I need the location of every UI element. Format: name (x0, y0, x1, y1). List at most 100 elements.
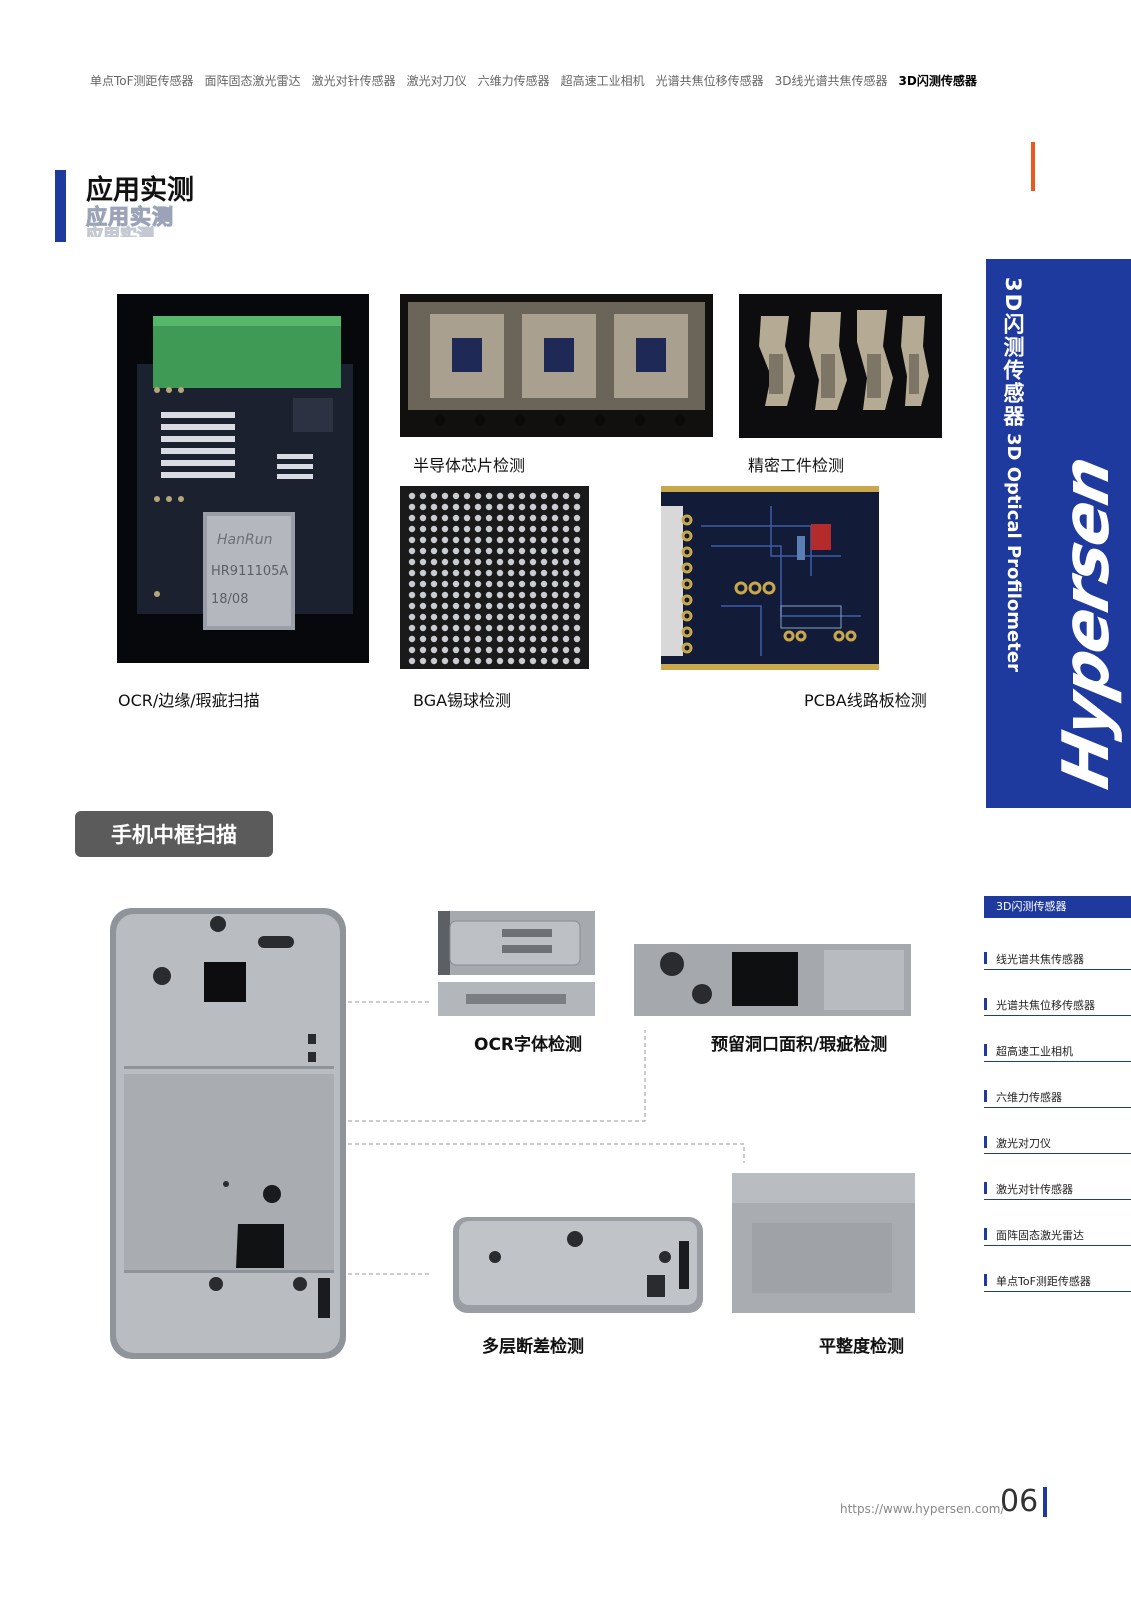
caption-precision: 精密工件检测 (748, 456, 845, 475)
bga-ball (551, 536, 559, 544)
product-menu-item[interactable]: 六维力传感器 (984, 1087, 1131, 1108)
product-menu-item[interactable]: 线光谱共焦传感器 (984, 949, 1131, 970)
bga-ball (540, 558, 548, 566)
bga-ball (551, 646, 559, 654)
section-ghost-title-reflection: 应用实测 (86, 226, 154, 238)
bga-ball (540, 525, 548, 533)
bga-ball (430, 536, 438, 544)
product-menu-item[interactable]: 单点ToF测距传感器 (984, 1271, 1131, 1292)
bga-ball (430, 635, 438, 643)
footer-url[interactable]: https://www.hypersen.com/ (840, 1502, 1005, 1516)
bga-ball (507, 547, 515, 555)
bga-ball (562, 558, 570, 566)
product-menu-item[interactable]: 面阵固态激光雷达 (984, 1225, 1131, 1246)
bga-ball (408, 547, 416, 555)
menu-tick-icon (984, 1274, 987, 1286)
bga-ball (485, 624, 493, 632)
bga-ball (573, 657, 581, 665)
bga-ball (441, 547, 449, 555)
side-title-cn: 3D闪测传感器 (1001, 277, 1025, 429)
bga-ball (529, 646, 537, 654)
bga-ball (452, 503, 460, 511)
bga-ball (419, 536, 427, 544)
top-nav-item[interactable]: 单点ToF测距传感器 (90, 74, 194, 88)
bga-ball (573, 624, 581, 632)
bga-ball (518, 646, 526, 654)
product-menu-item[interactable]: 光谱共焦位移传感器 (984, 995, 1131, 1016)
bga-ball (540, 657, 548, 665)
bga-ball (463, 635, 471, 643)
bga-ball (430, 591, 438, 599)
bga-ball (562, 613, 570, 621)
top-nav-item[interactable]: 面阵固态激光雷达 (204, 74, 301, 88)
bga-ball (496, 613, 504, 621)
bga-ball (573, 613, 581, 621)
bga-ball (540, 646, 548, 654)
bga-ball (562, 525, 570, 533)
bga-ball (551, 503, 559, 511)
bga-ball (507, 514, 515, 522)
product-menu-item[interactable]: 激光对针传感器 (984, 1179, 1131, 1200)
top-nav-item[interactable]: 3D线光谱共焦传感器 (774, 74, 888, 88)
bga-ball (408, 514, 416, 522)
product-menu-head[interactable]: 3D闪测传感器 (984, 896, 1131, 918)
bga-ball (518, 536, 526, 544)
bga-ball (452, 525, 460, 533)
bga-ball (441, 492, 449, 500)
bga-ball (441, 591, 449, 599)
bga-ball (529, 536, 537, 544)
pcb-model-text: HR911105A (211, 564, 288, 579)
menu-tick-icon (984, 1090, 987, 1102)
bga-ball (430, 547, 438, 555)
bga-ball (474, 613, 482, 621)
product-menu-item-label: 光谱共焦位移传感器 (996, 999, 1095, 1012)
bga-ball (551, 558, 559, 566)
bga-ball (485, 591, 493, 599)
bga-ball (551, 569, 559, 577)
bga-ball (485, 492, 493, 500)
bga-ball (485, 536, 493, 544)
bga-ball (452, 492, 460, 500)
top-nav-item-active[interactable]: 3D闪测传感器 (898, 74, 977, 88)
product-menu-item[interactable]: 激光对刀仪 (984, 1133, 1131, 1154)
bga-ball (419, 657, 427, 665)
top-nav-item[interactable]: 光谱共焦位移传感器 (655, 74, 764, 88)
bga-ball (551, 547, 559, 555)
bga-ball (463, 591, 471, 599)
pcb-board-image: HanRun HR911105A 18/08 (137, 316, 353, 630)
bga-image (400, 486, 589, 669)
phone-frame-image (110, 908, 346, 1359)
multi-layer-image (453, 1217, 703, 1313)
bga-ball (562, 547, 570, 555)
bga-ball (419, 569, 427, 577)
menu-tick-icon (984, 1228, 987, 1240)
bga-ball (485, 558, 493, 566)
top-nav-item[interactable]: 激光对针传感器 (311, 74, 396, 88)
bga-ball (463, 646, 471, 654)
bga-ball (507, 646, 515, 654)
top-nav-item[interactable]: 六维力传感器 (477, 74, 550, 88)
menu-tick-icon (984, 952, 987, 964)
top-nav-item[interactable]: 超高速工业相机 (560, 74, 645, 88)
photo-ocr-detail-top (438, 911, 595, 975)
bga-ball (474, 558, 482, 566)
bga-ball (573, 635, 581, 643)
bga-ball (562, 536, 570, 544)
top-nav-item[interactable]: 激光对刀仪 (406, 74, 467, 88)
bga-ball (474, 657, 482, 665)
bga-ball (496, 602, 504, 610)
product-menu-item[interactable]: 超高速工业相机 (984, 1041, 1131, 1062)
bga-ball (452, 536, 460, 544)
bga-ball (562, 591, 570, 599)
photo-multi-layer (451, 1217, 705, 1317)
bga-ball (551, 591, 559, 599)
bga-ball (419, 525, 427, 533)
page-number: 06 (1000, 1484, 1039, 1519)
bga-ball (485, 503, 493, 511)
bga-ball (496, 657, 504, 665)
bga-ball (518, 657, 526, 665)
bga-ball (507, 591, 515, 599)
bga-ball (419, 558, 427, 566)
bga-ball (408, 503, 416, 511)
semiconductor-image (408, 302, 705, 425)
